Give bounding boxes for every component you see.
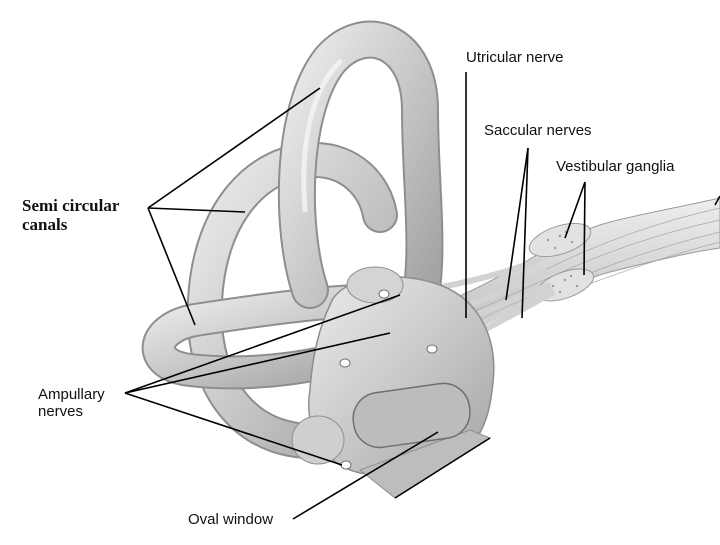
label-oval-window: Oval window: [188, 511, 274, 528]
nerve-openings: [339, 289, 438, 470]
leader-lines: [124, 72, 720, 520]
label-vestibular-ganglia: Vestibular ganglia: [556, 158, 675, 175]
label-semicircular-canals: Semi circular canals: [22, 196, 120, 234]
vestibular-nerve-bundle: [454, 197, 720, 323]
label-ampullary-nerves: Ampullary nerves: [38, 386, 105, 420]
label-saccular-nerves: Saccular nerves: [484, 122, 592, 139]
label-utricular-nerve: Utricular nerve: [466, 49, 564, 66]
vestibular-ganglion-upper: [528, 222, 592, 258]
label-ampullary-nerves-line2: nerves: [38, 402, 84, 420]
label-semicircular-canals-line1: Semi circular: [22, 196, 120, 215]
label-semicircular-canals-line2: canals: [22, 214, 68, 234]
label-ampullary-nerves-line1: Ampullary: [38, 386, 105, 403]
oval-window: [352, 382, 471, 449]
